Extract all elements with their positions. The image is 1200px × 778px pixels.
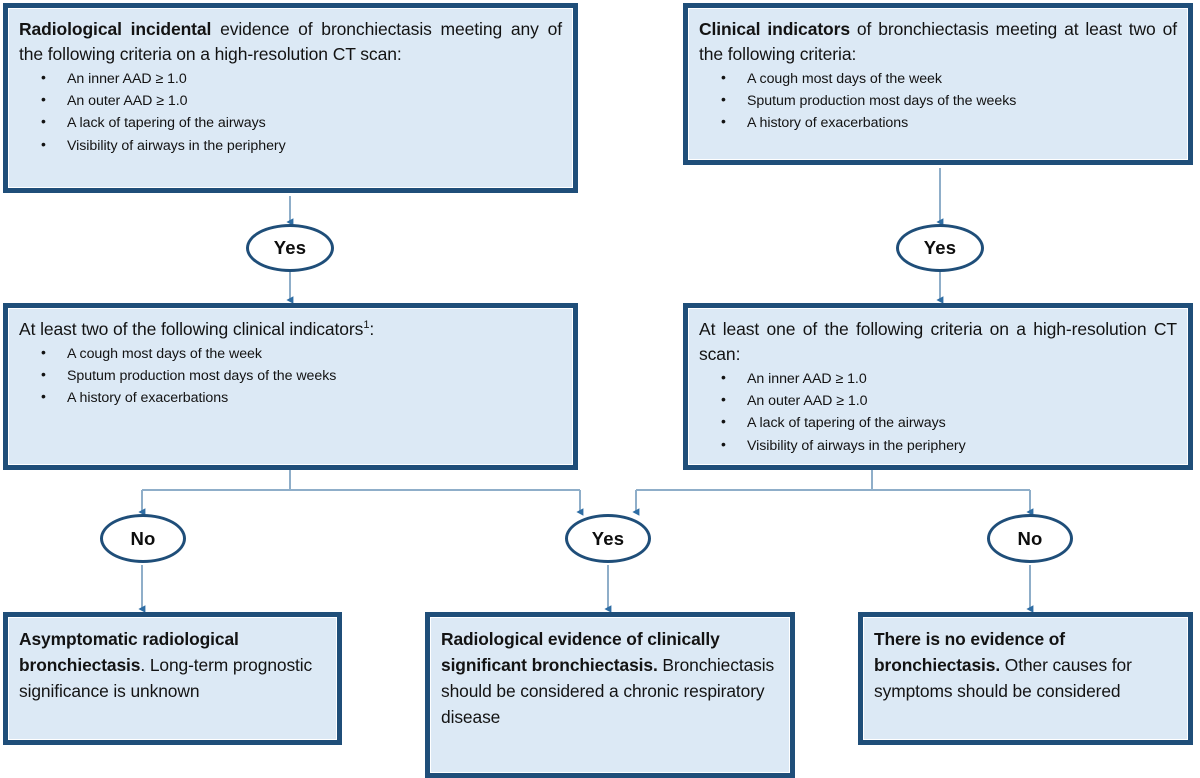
list-item: A lack of tapering of the airways — [41, 111, 562, 134]
connector-right-branch-bar — [636, 470, 1030, 491]
node-outcome-significant[interactable]: Radiological evidence of clinically sign… — [425, 612, 795, 778]
list-item: Sputum production most days of the weeks — [41, 364, 562, 387]
decision-label: Yes — [273, 237, 307, 258]
decision-label: No — [130, 527, 156, 549]
list-item: An outer AAD ≥ 1.0 — [41, 89, 562, 112]
node-lead-bold: Clinical indicators — [699, 19, 850, 39]
decision-no-right[interactable]: No — [987, 514, 1073, 563]
outcome-rest: Bronchiectasis should be considered a ch… — [441, 655, 775, 728]
node-radiological-entry[interactable]: Radiological incidental evidence of bron… — [3, 3, 578, 193]
node-clinical-check[interactable]: At least two of the following clinical i… — [3, 303, 578, 470]
node-body: At least two of the following clinical i… — [8, 308, 573, 416]
node-lead-plain: At least two of the following clinical i… — [19, 319, 364, 339]
node-lead-bold: Radiological incidental — [19, 19, 212, 39]
outcome-bold: There is no evidence of bronchiectasis. — [874, 629, 1065, 676]
node-bullet-list: A cough most days of the week Sputum pro… — [19, 342, 562, 410]
node-radiological-check[interactable]: At least one of the following criteria o… — [683, 303, 1193, 470]
node-lead-text: Clinical indicators of bronchiectasis me… — [699, 17, 1177, 67]
decision-label: No — [1017, 527, 1043, 549]
node-body: Radiological evidence of clinically sign… — [430, 617, 790, 737]
list-item: A history of exacerbations — [41, 386, 562, 409]
node-lead-text: Radiological incidental evidence of bron… — [19, 17, 562, 67]
node-bullet-list: An inner AAD ≥ 1.0 An outer AAD ≥ 1.0 A … — [19, 67, 562, 157]
connector-left-branch-bar — [142, 470, 580, 491]
outcome-rest: . Long-term prognostic significance is u… — [19, 655, 313, 702]
footnote-marker: 1 — [363, 319, 370, 332]
outcome-text: Asymptomatic radiological bronchiectasis… — [19, 626, 326, 704]
outcome-bold: Radiological evidence of clinically sign… — [441, 629, 720, 676]
decision-yes-right-top[interactable]: Yes — [896, 224, 984, 272]
list-item: Visibility of airways in the periphery — [41, 134, 562, 157]
outcome-text: There is no evidence of bronchiectasis. … — [874, 626, 1177, 704]
node-body: There is no evidence of bronchiectasis. … — [863, 617, 1188, 711]
node-outcome-asymptomatic[interactable]: Asymptomatic radiological bronchiectasis… — [3, 612, 342, 745]
decision-no-left[interactable]: No — [100, 514, 186, 563]
list-item: An outer AAD ≥ 1.0 — [721, 389, 1177, 412]
node-lead-rest: evidence of bronchiectasis meeting any o… — [19, 19, 562, 64]
node-outcome-none[interactable]: There is no evidence of bronchiectasis. … — [858, 612, 1193, 745]
node-bullet-list: An inner AAD ≥ 1.0 An outer AAD ≥ 1.0 A … — [699, 367, 1177, 457]
list-item: A lack of tapering of the airways — [721, 411, 1177, 434]
list-item: Sputum production most days of the weeks — [721, 89, 1177, 112]
node-lead-text: At least one of the following criteria o… — [699, 317, 1177, 367]
list-item: Visibility of airways in the periphery — [721, 434, 1177, 457]
outcome-text: Radiological evidence of clinically sign… — [441, 626, 779, 730]
decision-label: Yes — [591, 527, 625, 549]
node-bullet-list: A cough most days of the week Sputum pro… — [699, 67, 1177, 135]
outcome-bold: Asymptomatic radiological bronchiectasis — [19, 629, 239, 676]
decision-yes-left-top[interactable]: Yes — [246, 224, 334, 272]
list-item: An inner AAD ≥ 1.0 — [41, 67, 562, 90]
node-body: Asymptomatic radiological bronchiectasis… — [8, 617, 337, 711]
node-lead-tail: : — [369, 319, 375, 339]
list-item: An inner AAD ≥ 1.0 — [721, 367, 1177, 390]
list-item: A cough most days of the week — [721, 67, 1177, 90]
node-lead-rest: of bronchiectasis meeting at least two o… — [699, 19, 1178, 64]
node-body: Clinical indicators of bronchiectasis me… — [688, 8, 1188, 141]
list-item: A history of exacerbations — [721, 111, 1177, 134]
outcome-rest: Other causes for symptoms should be cons… — [874, 655, 1132, 702]
list-item: A cough most days of the week — [41, 342, 562, 365]
node-lead-plain: At least one of the following criteria o… — [699, 319, 1177, 364]
node-body: Radiological incidental evidence of bron… — [8, 8, 573, 163]
decision-yes-middle[interactable]: Yes — [565, 514, 651, 563]
node-clinical-entry[interactable]: Clinical indicators of bronchiectasis me… — [683, 3, 1193, 165]
node-body: At least one of the following criteria o… — [688, 308, 1188, 463]
decision-label: Yes — [923, 237, 957, 258]
node-lead-text: At least two of the following clinical i… — [19, 317, 562, 342]
